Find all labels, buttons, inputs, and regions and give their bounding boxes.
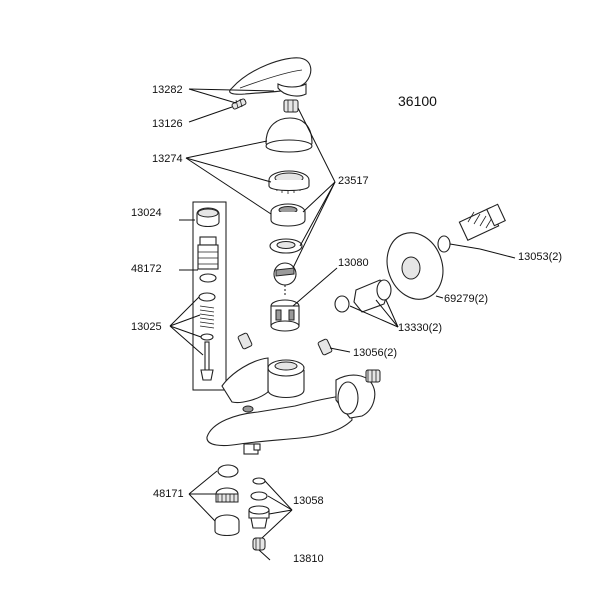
aerator-48171 [214, 464, 240, 537]
label-23517: 23517 [338, 175, 369, 187]
label-13025: 13025 [131, 321, 162, 333]
dome-cover [265, 117, 313, 153]
diverter-knob-13024 [196, 207, 220, 228]
label-13080: 13080 [338, 257, 369, 269]
check-valves-13056 [237, 332, 333, 356]
set-screw-13126 [231, 98, 247, 110]
label-69279: 69279(2) [444, 293, 488, 305]
connector-13058 [248, 477, 270, 529]
stem-cap [283, 99, 299, 113]
label-13330: 13330(2) [398, 322, 442, 334]
nut-13330 [334, 279, 392, 313]
bonnet-nut [270, 203, 306, 227]
eccentric-13053 [437, 203, 506, 253]
lever-handle [229, 57, 312, 97]
label-48172: 48172 [131, 263, 162, 275]
label-13274: 13274 [152, 153, 183, 165]
knurled-ring [268, 170, 310, 194]
label-13058: 13058 [293, 495, 324, 507]
model-number: 36100 [398, 93, 437, 109]
label-13024: 13024 [131, 207, 162, 219]
label-13810: 13810 [293, 553, 324, 565]
part-labels: 13282 13126 13274 23517 13024 48172 1302… [131, 84, 562, 565]
label-13053: 13053(2) [518, 251, 562, 263]
diverter-seals-13025 [198, 292, 216, 381]
faucet-body [206, 357, 381, 455]
plug-13810 [252, 537, 266, 551]
cartridge-13080 [270, 299, 300, 332]
washer-ring [269, 238, 303, 254]
ball-valve [273, 262, 297, 296]
diverter-box [192, 201, 227, 391]
label-13126: 13126 [152, 118, 183, 130]
leader-lines [169, 88, 516, 561]
label-48171: 48171 [153, 488, 184, 500]
flange-69279 [386, 232, 444, 300]
label-13282: 13282 [152, 84, 183, 96]
label-13056: 13056(2) [353, 347, 397, 359]
diverter-body-48172 [197, 236, 219, 283]
